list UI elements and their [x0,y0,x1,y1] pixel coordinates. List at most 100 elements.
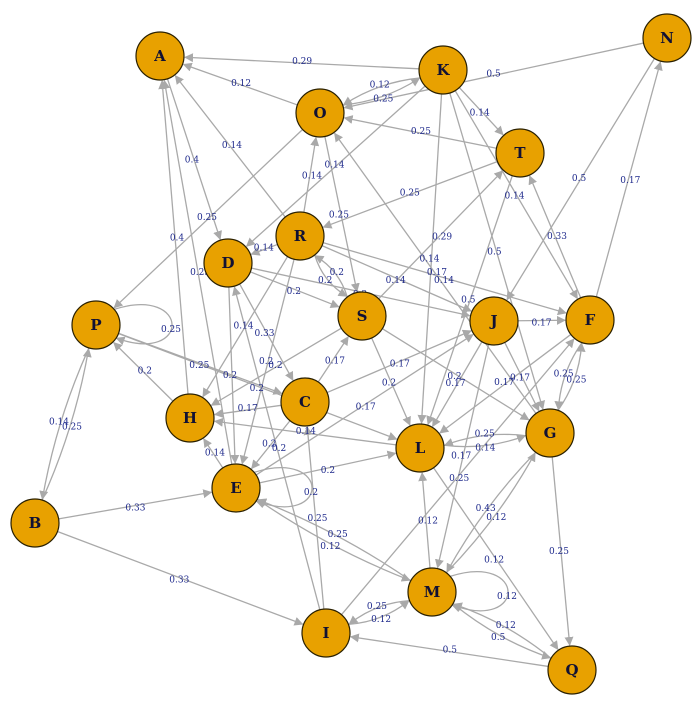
edge-label-M-I: 0.25 [367,602,387,612]
edge-I-C [303,426,325,610]
edge-label-I-C: 0.25 [307,514,327,524]
edge-label-S-G: 0.2 [447,372,461,382]
edge-label-P-P: 0.25 [161,325,181,335]
edge-label-M-G: 0.12 [486,513,506,523]
node-circle-I [301,608,351,658]
edge-label-S-H: 0.2 [268,361,282,371]
edge-Q-I [349,633,549,668]
edge-label-C-J: 0.17 [390,360,410,370]
edge-label-K-A: 0.29 [292,57,312,67]
node-label-M: M [424,583,441,601]
node-label-B: B [29,514,42,532]
edge-M-L [418,472,431,569]
edge-label-J-M: 0.17 [451,452,471,462]
edge-label-K-G: 0.5 [487,248,502,258]
edge-label-M-M: 0.12 [497,592,517,602]
edge-O-P [113,129,304,309]
edge-label-R-D: 0.14 [254,244,274,254]
edge-label-D-E: 0.2 [223,371,237,381]
edge-B-P [41,348,92,501]
node-T: T [495,128,545,178]
node-G: G [525,408,575,458]
edge-P-P [113,304,173,346]
edge-K-A [184,53,420,70]
edge-label-B-E: 0.33 [125,504,145,514]
edge-D-C [239,283,294,381]
edge-F-L [439,333,572,434]
edge-K-D [245,85,426,247]
node-I: I [301,608,351,658]
node-label-L: L [415,439,426,457]
edge-label-T-L: 0.5 [461,295,476,305]
node-label-A: A [153,47,166,65]
edge-label-K-O: 0.12 [370,81,390,91]
edge-I-F [340,338,575,616]
edge-J-G [504,342,540,412]
node-circle-S [337,291,387,341]
edge-label-F-N: 0.17 [620,176,640,186]
edge-K-G [449,92,545,410]
edge-label-E-E: 0.2 [304,488,318,498]
edge-S-R [314,255,348,298]
edge-label-B-P: 0.25 [62,423,82,433]
edge-label-H-A: 0.4 [170,233,185,243]
edge-J-L [432,341,483,428]
edge-E-H [203,438,224,469]
edge-label-G-Q: 0.25 [549,547,569,557]
node-F: F [565,295,615,345]
edge-label-N-O: 0.5 [486,69,501,79]
edge-label-F-L: 0.17 [494,378,514,388]
node-Q: Q [547,645,597,695]
node-label-Q: Q [565,661,578,679]
node-circle-R [275,211,325,261]
edge-E-J [255,334,474,476]
edge-label-B-I: 0.33 [169,576,189,586]
edge-label-N-J: 0.5 [572,174,587,184]
edge-H-P [113,341,174,402]
edge-label-J-F: 0.17 [531,319,551,329]
edge-label-G-L: 0.25 [475,430,495,440]
edge-label-G-F: 0.25 [566,375,586,385]
node-label-I: I [322,624,329,642]
node-circle-E [211,463,261,513]
edge-B-I [57,530,304,626]
edge-S-G [382,328,530,421]
edge-label-C-H: 0.17 [238,404,258,414]
edge-label-G-O: 0.17 [427,268,447,278]
edge-label-E-L: 0.2 [321,466,335,476]
node-S: S [337,291,387,341]
node-circle-J [469,296,519,346]
node-circle-N [642,13,692,63]
edge-L-Q [433,467,559,651]
edge-label-R-A: 0.14 [222,141,242,151]
edge-F-N [595,61,663,298]
node-label-C: C [299,393,311,411]
node-circle-M [407,567,457,617]
edge-M-G [445,452,536,574]
node-circle-C [280,377,330,427]
edge-O-A [182,62,298,106]
edge-K-O [342,77,421,106]
edge-label-C-E: 0.2 [262,439,276,449]
node-label-P: P [90,316,101,334]
edge-I-M [348,600,410,625]
edge-label-R-J: 0.14 [386,276,406,286]
edge-C-J [326,329,472,394]
edge-label-I-M: 0.12 [371,615,391,625]
edge-I-D [232,286,321,610]
edge-label-F-T: 0.33 [547,232,567,242]
edge-G-O [334,132,537,414]
node-circle-D [203,238,253,288]
edge-R-F [322,242,567,316]
edge-label-I-F: 0.25 [449,474,469,484]
edge-C-H [213,404,282,418]
node-circle-T [495,128,545,178]
edge-label-P-C: 0.25 [189,361,209,371]
edge-label-A-D: 0.4 [185,156,200,166]
node-label-E: E [230,479,241,497]
edge-K-L [417,93,443,424]
edge-N-O [343,42,644,111]
node-label-J: J [488,312,497,330]
